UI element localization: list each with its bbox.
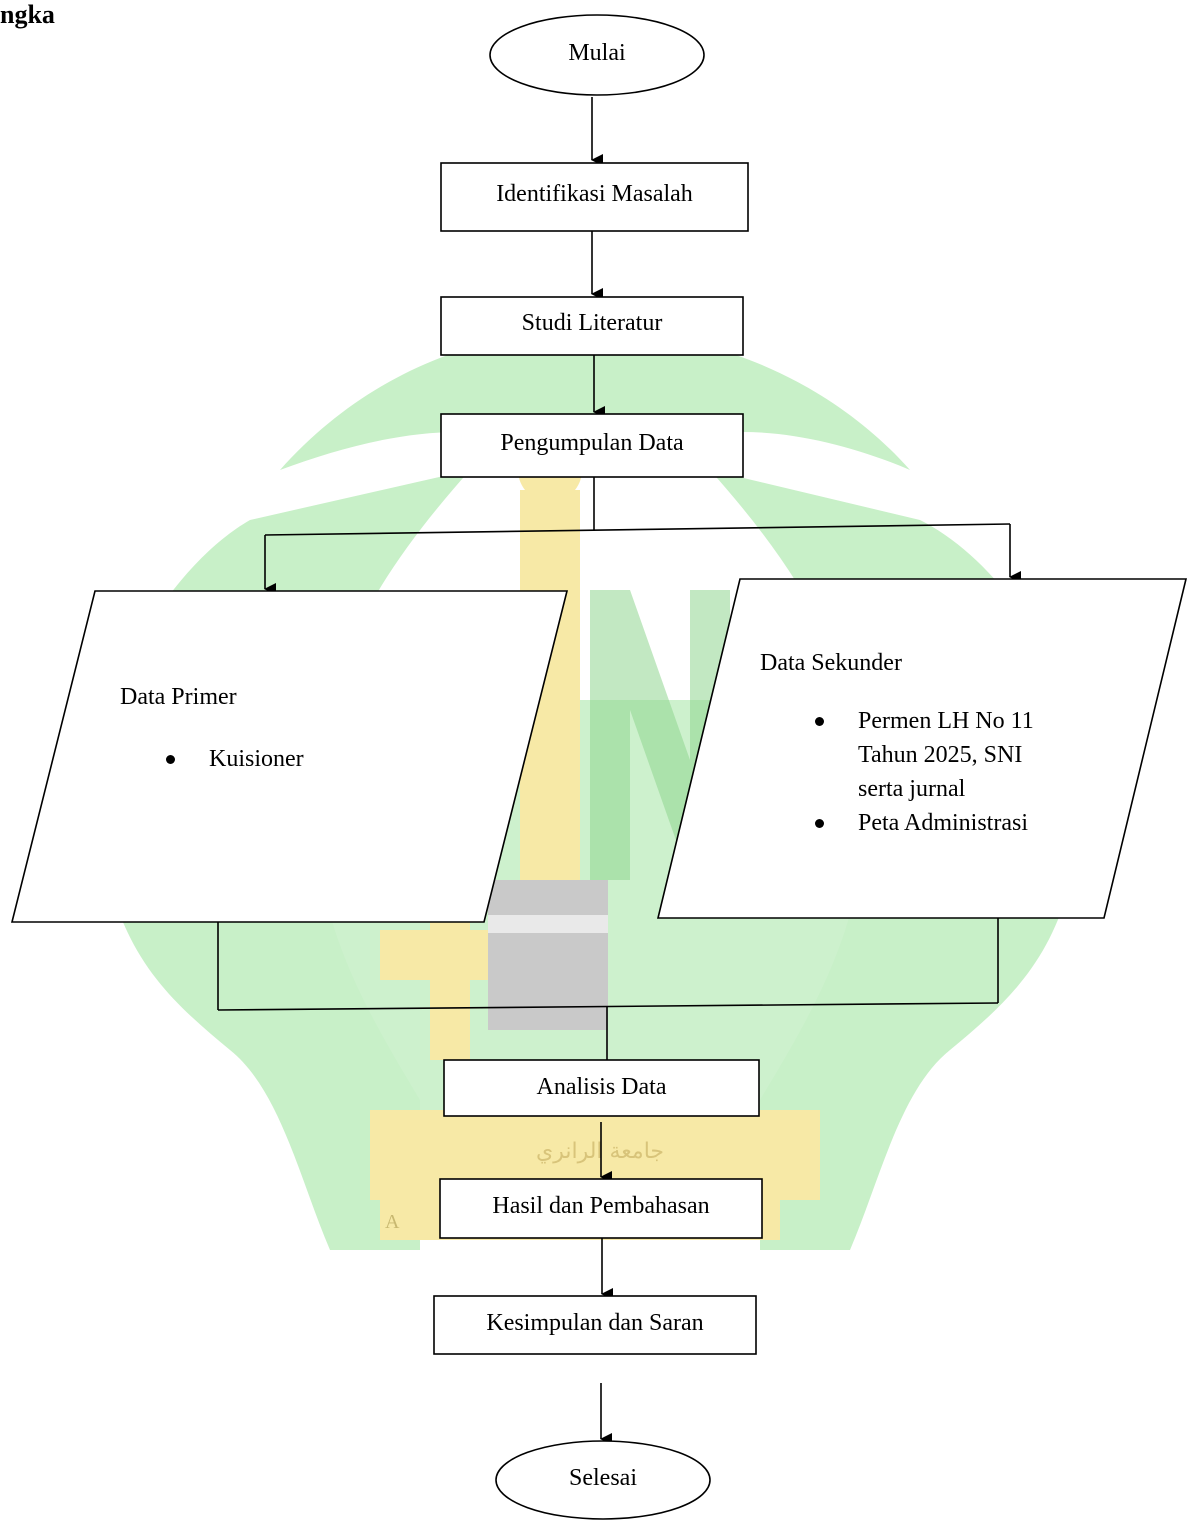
- identify-box: [440, 162, 749, 232]
- watermark-kaaba: [488, 880, 608, 1030]
- collect-box: [440, 413, 744, 478]
- literature-label: Studi Literatur: [521, 310, 663, 336]
- primary-list: Kuisioner: [166, 742, 304, 776]
- end-ellipse: [495, 1440, 711, 1520]
- heading-fragment: ngka: [0, 0, 55, 29]
- secondary-data-shape: [656, 578, 1188, 919]
- watermark-script: جامعة الرانري: [536, 1139, 664, 1164]
- analysis-box: [443, 1059, 760, 1117]
- list-item: Permen LH No 11 Tahun 2025, SNI serta ju…: [815, 704, 1034, 806]
- start-ellipse: [489, 14, 705, 96]
- collect-label: Pengumpulan Data: [500, 430, 684, 456]
- watermark-letters: A: [385, 1211, 400, 1233]
- connector-merge-horizontal: [217, 1002, 999, 1011]
- list-item: Kuisioner: [166, 742, 304, 776]
- watermark-cross: [380, 880, 520, 1060]
- secondary-list: Permen LH No 11 Tahun 2025, SNI serta ju…: [815, 704, 1034, 840]
- bullet-icon: [815, 819, 824, 828]
- secondary-item-0: Permen LH No 11 Tahun 2025, SNI serta ju…: [858, 708, 1034, 802]
- identify-label: Identifikasi Masalah: [496, 181, 693, 207]
- watermark-leaf-top: [280, 330, 910, 470]
- bullet-icon: [815, 717, 824, 726]
- list-item: Peta Administrasi: [815, 806, 1034, 840]
- bullet-icon: [166, 755, 175, 764]
- secondary-item-1: Peta Administrasi: [858, 810, 1028, 836]
- conclusion-box: [433, 1295, 757, 1355]
- conclusion-label: Kesimpulan dan Saran: [486, 1310, 704, 1336]
- end-label: Selesai: [569, 1465, 637, 1491]
- primary-data-shape: [10, 590, 569, 923]
- analysis-label: Analisis Data: [536, 1074, 667, 1100]
- results-label: Hasil dan Pembahasan: [492, 1193, 710, 1219]
- literature-box: [440, 296, 744, 356]
- secondary-title: Data Sekunder: [760, 650, 902, 676]
- primary-item-0: Kuisioner: [209, 746, 304, 772]
- primary-title: Data Primer: [120, 684, 237, 710]
- start-label: Mulai: [568, 40, 626, 66]
- connector-split-horizontal: [264, 523, 1011, 536]
- results-box: [439, 1178, 763, 1239]
